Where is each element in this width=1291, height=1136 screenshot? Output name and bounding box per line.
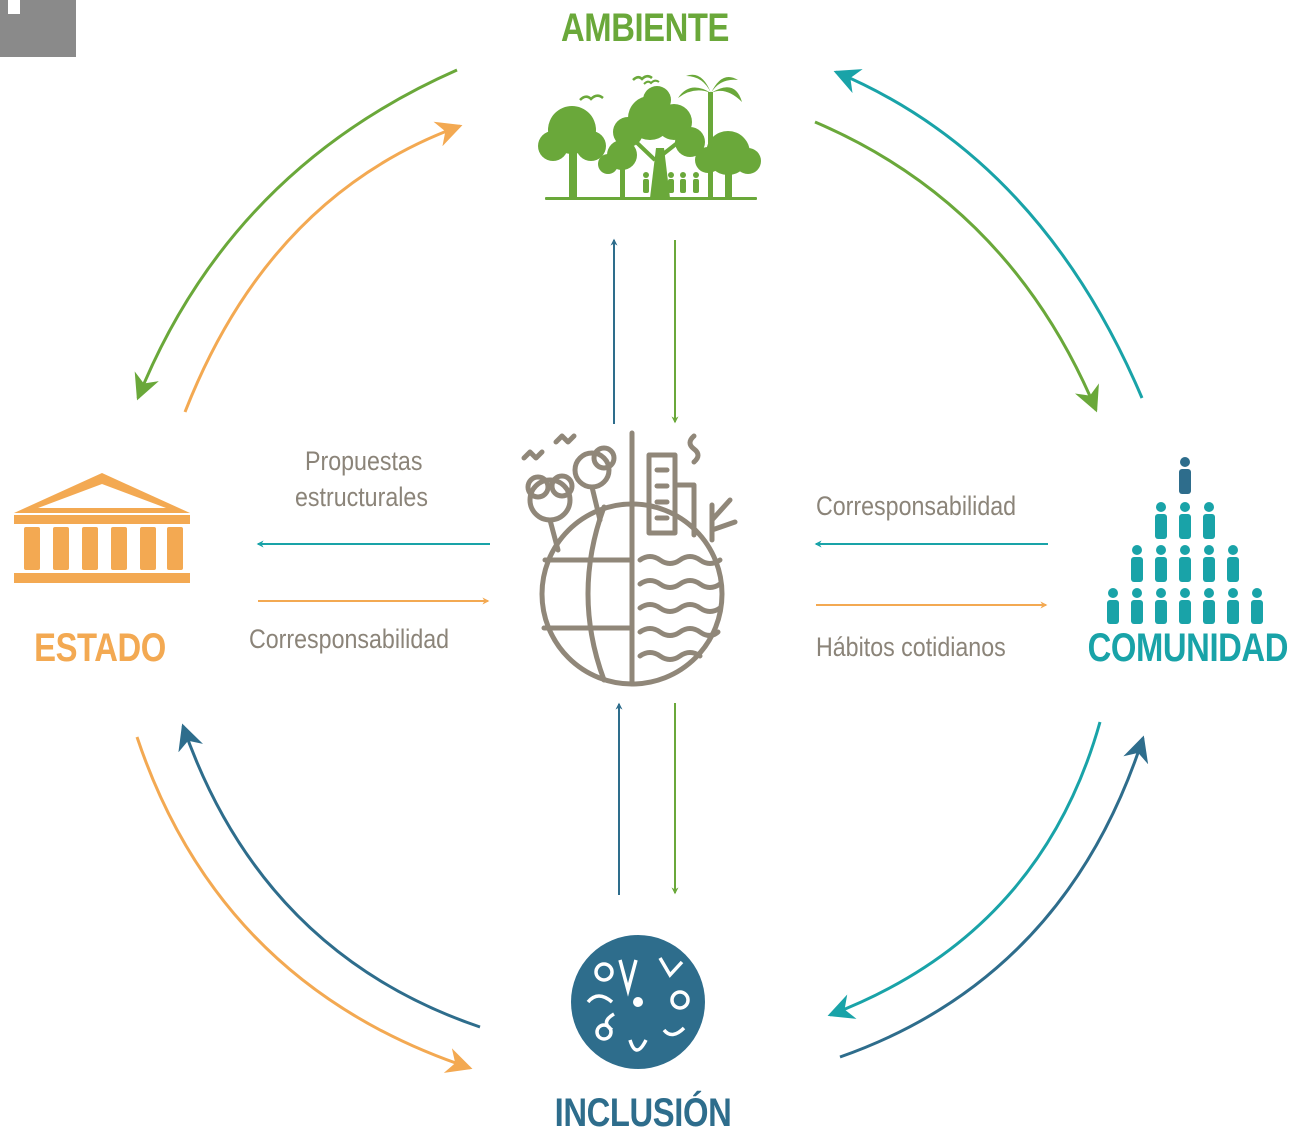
arc-estado-to-ambiente bbox=[183, 121, 463, 413]
arc-comunidad-to-inclusion bbox=[827, 721, 1102, 1019]
arc-ambiente-to-comunidad bbox=[814, 120, 1099, 413]
estado-title: ESTADO bbox=[34, 626, 166, 670]
estado-label-propuestas: Propuestas bbox=[305, 446, 423, 476]
estado-label-estructurales: estructurales bbox=[295, 482, 428, 512]
leader-person bbox=[1179, 457, 1191, 494]
arc-comunidad-to-ambiente bbox=[833, 69, 1144, 399]
corner-notch bbox=[8, 0, 20, 14]
comunidad-title: COMUNIDAD bbox=[1087, 626, 1289, 670]
corner-block bbox=[0, 0, 76, 57]
inclusion-title: INCLUSIÓN bbox=[554, 1091, 732, 1135]
globe-city-nature-icon bbox=[521, 430, 738, 687]
arc-inclusion-to-estado bbox=[178, 723, 481, 1029]
community-people-icon bbox=[1107, 457, 1263, 624]
ambiente-title: AMBIENTE bbox=[561, 6, 730, 50]
comunidad-label-habitos: Hábitos cotidianos bbox=[816, 632, 1006, 662]
arc-ambiente-to-estado bbox=[134, 68, 458, 401]
estado-label-corresponsabilidad: Corresponsabilidad bbox=[249, 624, 450, 654]
comunidad-label-corresponsabilidad: Corresponsabilidad bbox=[816, 491, 1017, 521]
government-building-icon bbox=[14, 473, 190, 583]
arc-estado-to-inclusion bbox=[135, 736, 473, 1073]
inclusion-circle-icon bbox=[571, 935, 705, 1069]
forest-icon bbox=[538, 74, 761, 200]
arc-inclusion-to-comunidad bbox=[839, 735, 1149, 1059]
